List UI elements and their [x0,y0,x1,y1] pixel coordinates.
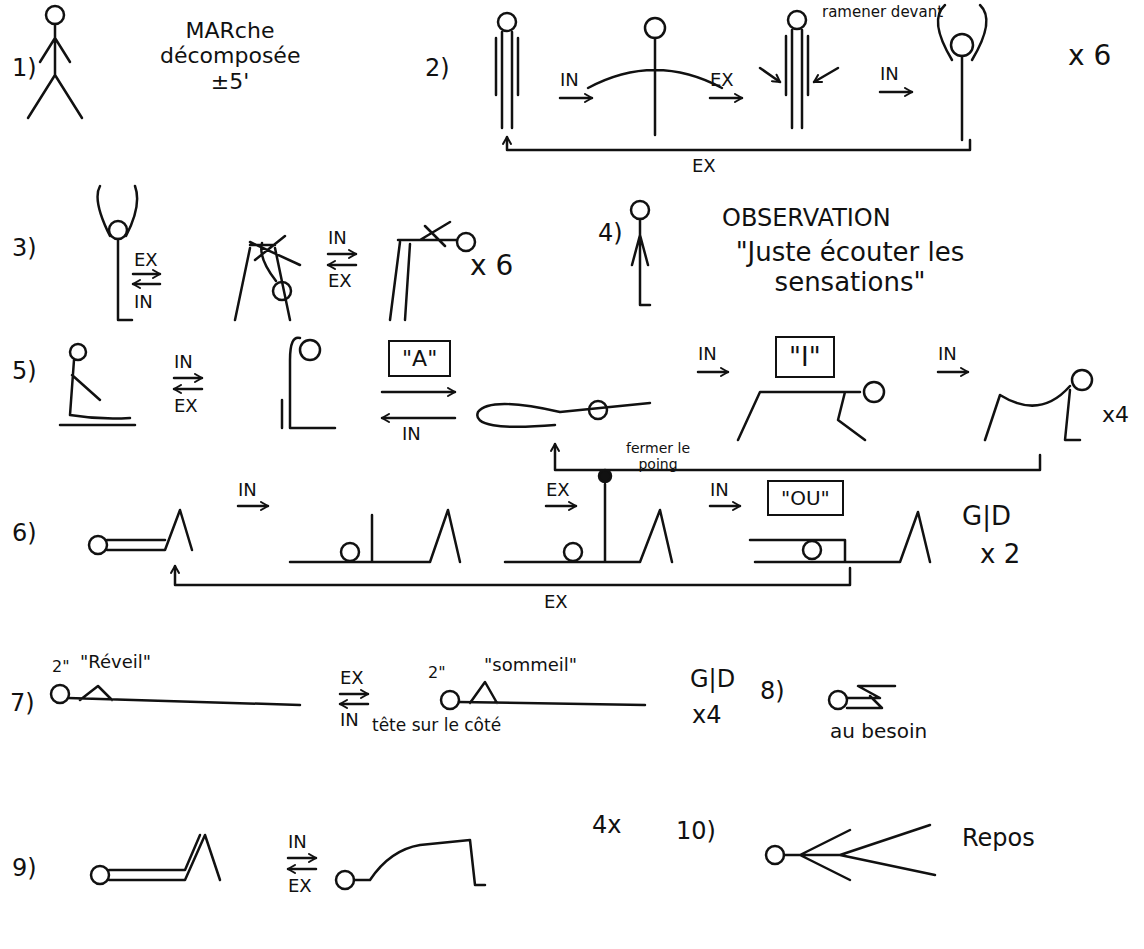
sound-box: "OU" [767,480,844,516]
annotation-label: 10) [676,818,716,846]
annotation-label: EX [340,668,364,689]
annotation-label: IN [938,344,957,365]
sound-box: "A" [388,340,451,377]
sound-text: "I" [789,342,821,372]
annotation-label: IN [174,352,193,373]
annotation-label: EX [134,250,158,271]
annotation-label: ramener devant [822,4,943,21]
annotation-label: 3) [12,235,37,263]
annotation-label: 2" [428,664,446,682]
annotation-label: 4) [598,220,623,248]
annotation-label: IN [288,832,307,853]
annotation-label: 2" [52,658,70,676]
annotation-label: EX [544,592,568,613]
annotation-label: 2) [425,55,450,83]
annotation-label: EX [710,70,734,91]
sound-text: "OU" [781,486,830,510]
annotation-label: fermer le poing [618,440,698,472]
annotation-label: G|D [962,502,1011,532]
annotation-label: 1) [12,55,37,83]
annotation-label: G|D [690,666,735,694]
annotation-label: IN [880,64,899,85]
annotation-label: 6) [12,520,37,548]
annotation-label: x4 [692,702,721,730]
annotation-label: IN [134,292,153,313]
annotation-label: EX [174,396,198,417]
annotation-label: x 6 [1068,40,1111,72]
annotation-label: "Juste écouter les sensations" [690,238,1010,298]
annotation-label: IN [402,424,421,445]
annotation-label: IN [328,228,347,249]
annotation-label: 8) [760,678,785,706]
sound-text: "A" [402,346,437,371]
annotation-label: EX [328,271,352,292]
annotation-label: MARche décomposée ±5' [160,18,300,94]
annotation-label: IN [698,344,717,365]
annotation-label: IN [560,70,579,91]
annotation-label: "Réveil" [80,652,151,673]
annotation-label: 7) [10,690,35,718]
annotation-label: au besoin [830,720,927,743]
annotation-label: IN [238,480,257,501]
annotation-label: Repos [962,825,1035,853]
annotation-label: x 6 [470,250,513,282]
annotation-label: IN [710,480,729,501]
annotation-label: x 2 [980,540,1020,570]
annotation-label: tête sur le côté [372,716,501,736]
annotation-label: OBSERVATION [722,205,891,233]
sound-box: "I" [775,336,835,378]
annotation-label: EX [546,480,570,501]
annotation-label: 4x [592,812,621,840]
annotation-label: "sommeil" [484,655,577,676]
annotation-label: 5) [12,358,37,386]
annotation-label: EX [288,876,312,897]
annotation-label: EX [692,156,716,177]
annotation-label: 9) [12,855,37,883]
annotation-label: IN [340,710,359,731]
annotation-label: x4 [1102,402,1129,427]
